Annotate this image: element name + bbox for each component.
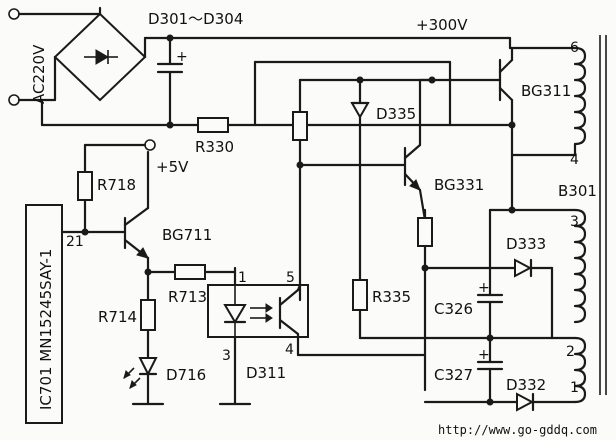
label-bg711: BG711 (162, 226, 212, 244)
transistor-bg311 (430, 46, 516, 129)
label-r330: R330 (195, 138, 234, 156)
label-d311: D311 (246, 364, 286, 382)
svg-text:+: + (478, 280, 490, 296)
svg-text:+: + (478, 347, 490, 363)
label-d332: D332 (506, 376, 546, 394)
label-r718: R718 (97, 176, 136, 194)
pin-opto1: 1 (238, 270, 247, 286)
label-c326: C326 (434, 300, 473, 318)
label-c327: C327 (434, 366, 473, 384)
led-d716 (123, 357, 158, 406)
label-bg331: BG331 (434, 176, 484, 194)
source-url: http://www.go-gddq.com (438, 423, 597, 437)
transistor-bg711 (123, 158, 152, 276)
resistor-r714 (140, 270, 156, 360)
label-r713: R713 (168, 288, 207, 306)
pin-opto5: 5 (286, 270, 295, 286)
ac-input-terminals (8, 8, 172, 127)
pin-opto3: 3 (222, 348, 231, 364)
diode-d335 (350, 76, 370, 170)
label-d333: D333 (506, 235, 546, 253)
filter-capacitor: + (156, 34, 188, 129)
label-plus5v: +5V (156, 158, 189, 176)
label-d335: D335 (376, 105, 416, 123)
resistor-r330 (168, 117, 514, 133)
pin-t1: 1 (570, 380, 579, 396)
ic701-box (25, 204, 63, 424)
label-ac: AC220V (30, 44, 48, 104)
plus5v-terminal (83, 139, 156, 174)
pin-t3: 3 (570, 214, 579, 230)
pin-ic21: 21 (66, 234, 84, 250)
optocoupler-d311 (207, 284, 309, 338)
label-supply: +300V (416, 16, 468, 34)
resistor-emitter (417, 208, 433, 392)
resistor-r713 (146, 264, 237, 280)
svg-text:+: + (176, 49, 188, 65)
transistor-bg331 (298, 78, 434, 222)
pin-opto4: 4 (285, 342, 294, 358)
supply-rail (248, 36, 577, 50)
ground-opto (218, 358, 252, 406)
capacitor-c327: + (476, 336, 504, 404)
pin-t2: 2 (566, 344, 575, 360)
label-r335: R335 (372, 288, 411, 306)
label-transformer: B301 (558, 182, 597, 200)
bridge-rectifier (40, 6, 252, 102)
diode-d333 (423, 258, 554, 340)
label-r714: R714 (98, 308, 137, 326)
label-d716: D716 (166, 366, 206, 384)
diode-d332 (423, 392, 577, 412)
transformer-b301 (508, 35, 607, 404)
resistor-r335 (352, 166, 492, 340)
label-bridge: D301～D304 (148, 10, 243, 28)
pin-t4: 4 (570, 152, 579, 168)
label-bg311: BG311 (521, 82, 571, 100)
resistor-r718 (77, 171, 93, 236)
label-ic: IC701 MN15245SAY-1 (37, 249, 55, 410)
resistor-upper (292, 78, 308, 302)
pin-t6: 6 (570, 40, 579, 56)
